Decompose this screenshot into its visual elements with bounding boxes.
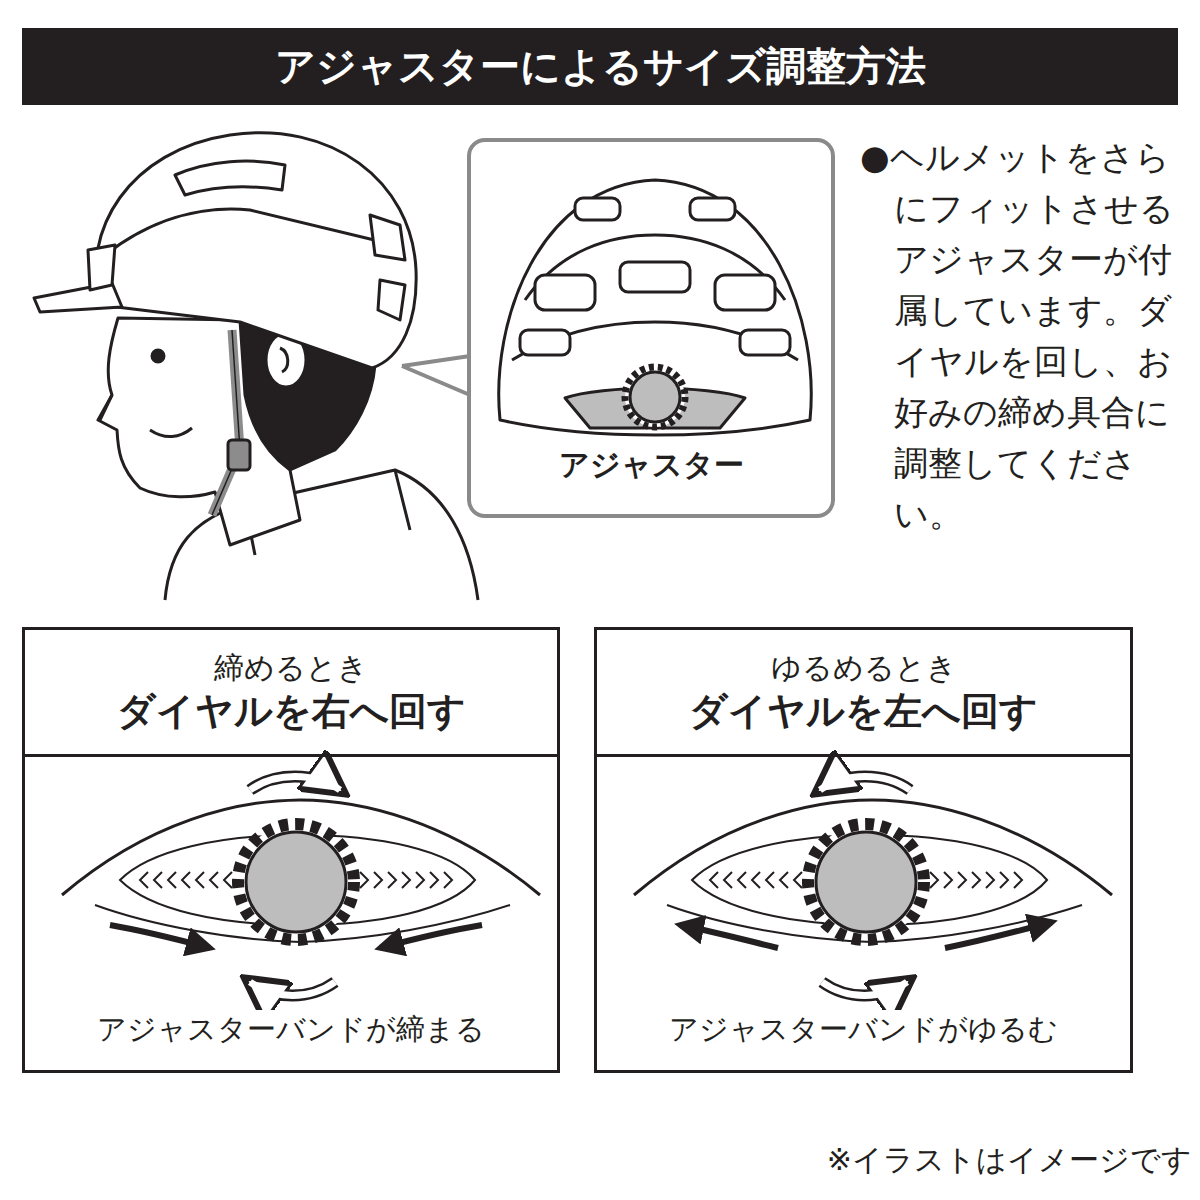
panel-caption: アジャスターバンドが締まる: [25, 1010, 557, 1070]
instruction-panel: ゆるめるときダイヤルを左へ回すアジャスターバンドがゆるむ: [594, 627, 1133, 1073]
panel-header: 締めるときダイヤルを右へ回す: [25, 630, 557, 757]
footnote: ※イラストはイメージです: [700, 1140, 1192, 1181]
panel-heading: ダイヤルを右へ回す: [117, 687, 466, 736]
description-note: ●ヘルメットをさらにフィットさせるアジャスターが付属しています。ダイヤルを回し、…: [860, 132, 1190, 540]
rider-figure: [34, 133, 478, 600]
callout-pointer: [402, 356, 470, 395]
callout-box: アジャスター: [467, 138, 835, 518]
panel-caption: アジャスターバンドがゆるむ: [597, 1010, 1130, 1070]
title-text: アジャスターによるサイズ調整方法: [275, 39, 926, 94]
panel-header: ゆるめるときダイヤルを左へ回す: [597, 630, 1130, 757]
helmet-rear-view: [499, 180, 811, 435]
panel-subheading: ゆるめるとき: [771, 648, 957, 687]
panel-subheading: 締めるとき: [214, 648, 368, 687]
dial-tighten: [62, 777, 540, 996]
dial-loosen: [634, 777, 1112, 996]
part-label: アジャスター: [559, 445, 744, 486]
title-band: アジャスターによるサイズ調整方法: [22, 28, 1178, 105]
panel-heading: ダイヤルを左へ回す: [689, 687, 1038, 736]
instruction-panel: 締めるときダイヤルを右へ回すアジャスターバンドが締まる: [22, 627, 560, 1073]
